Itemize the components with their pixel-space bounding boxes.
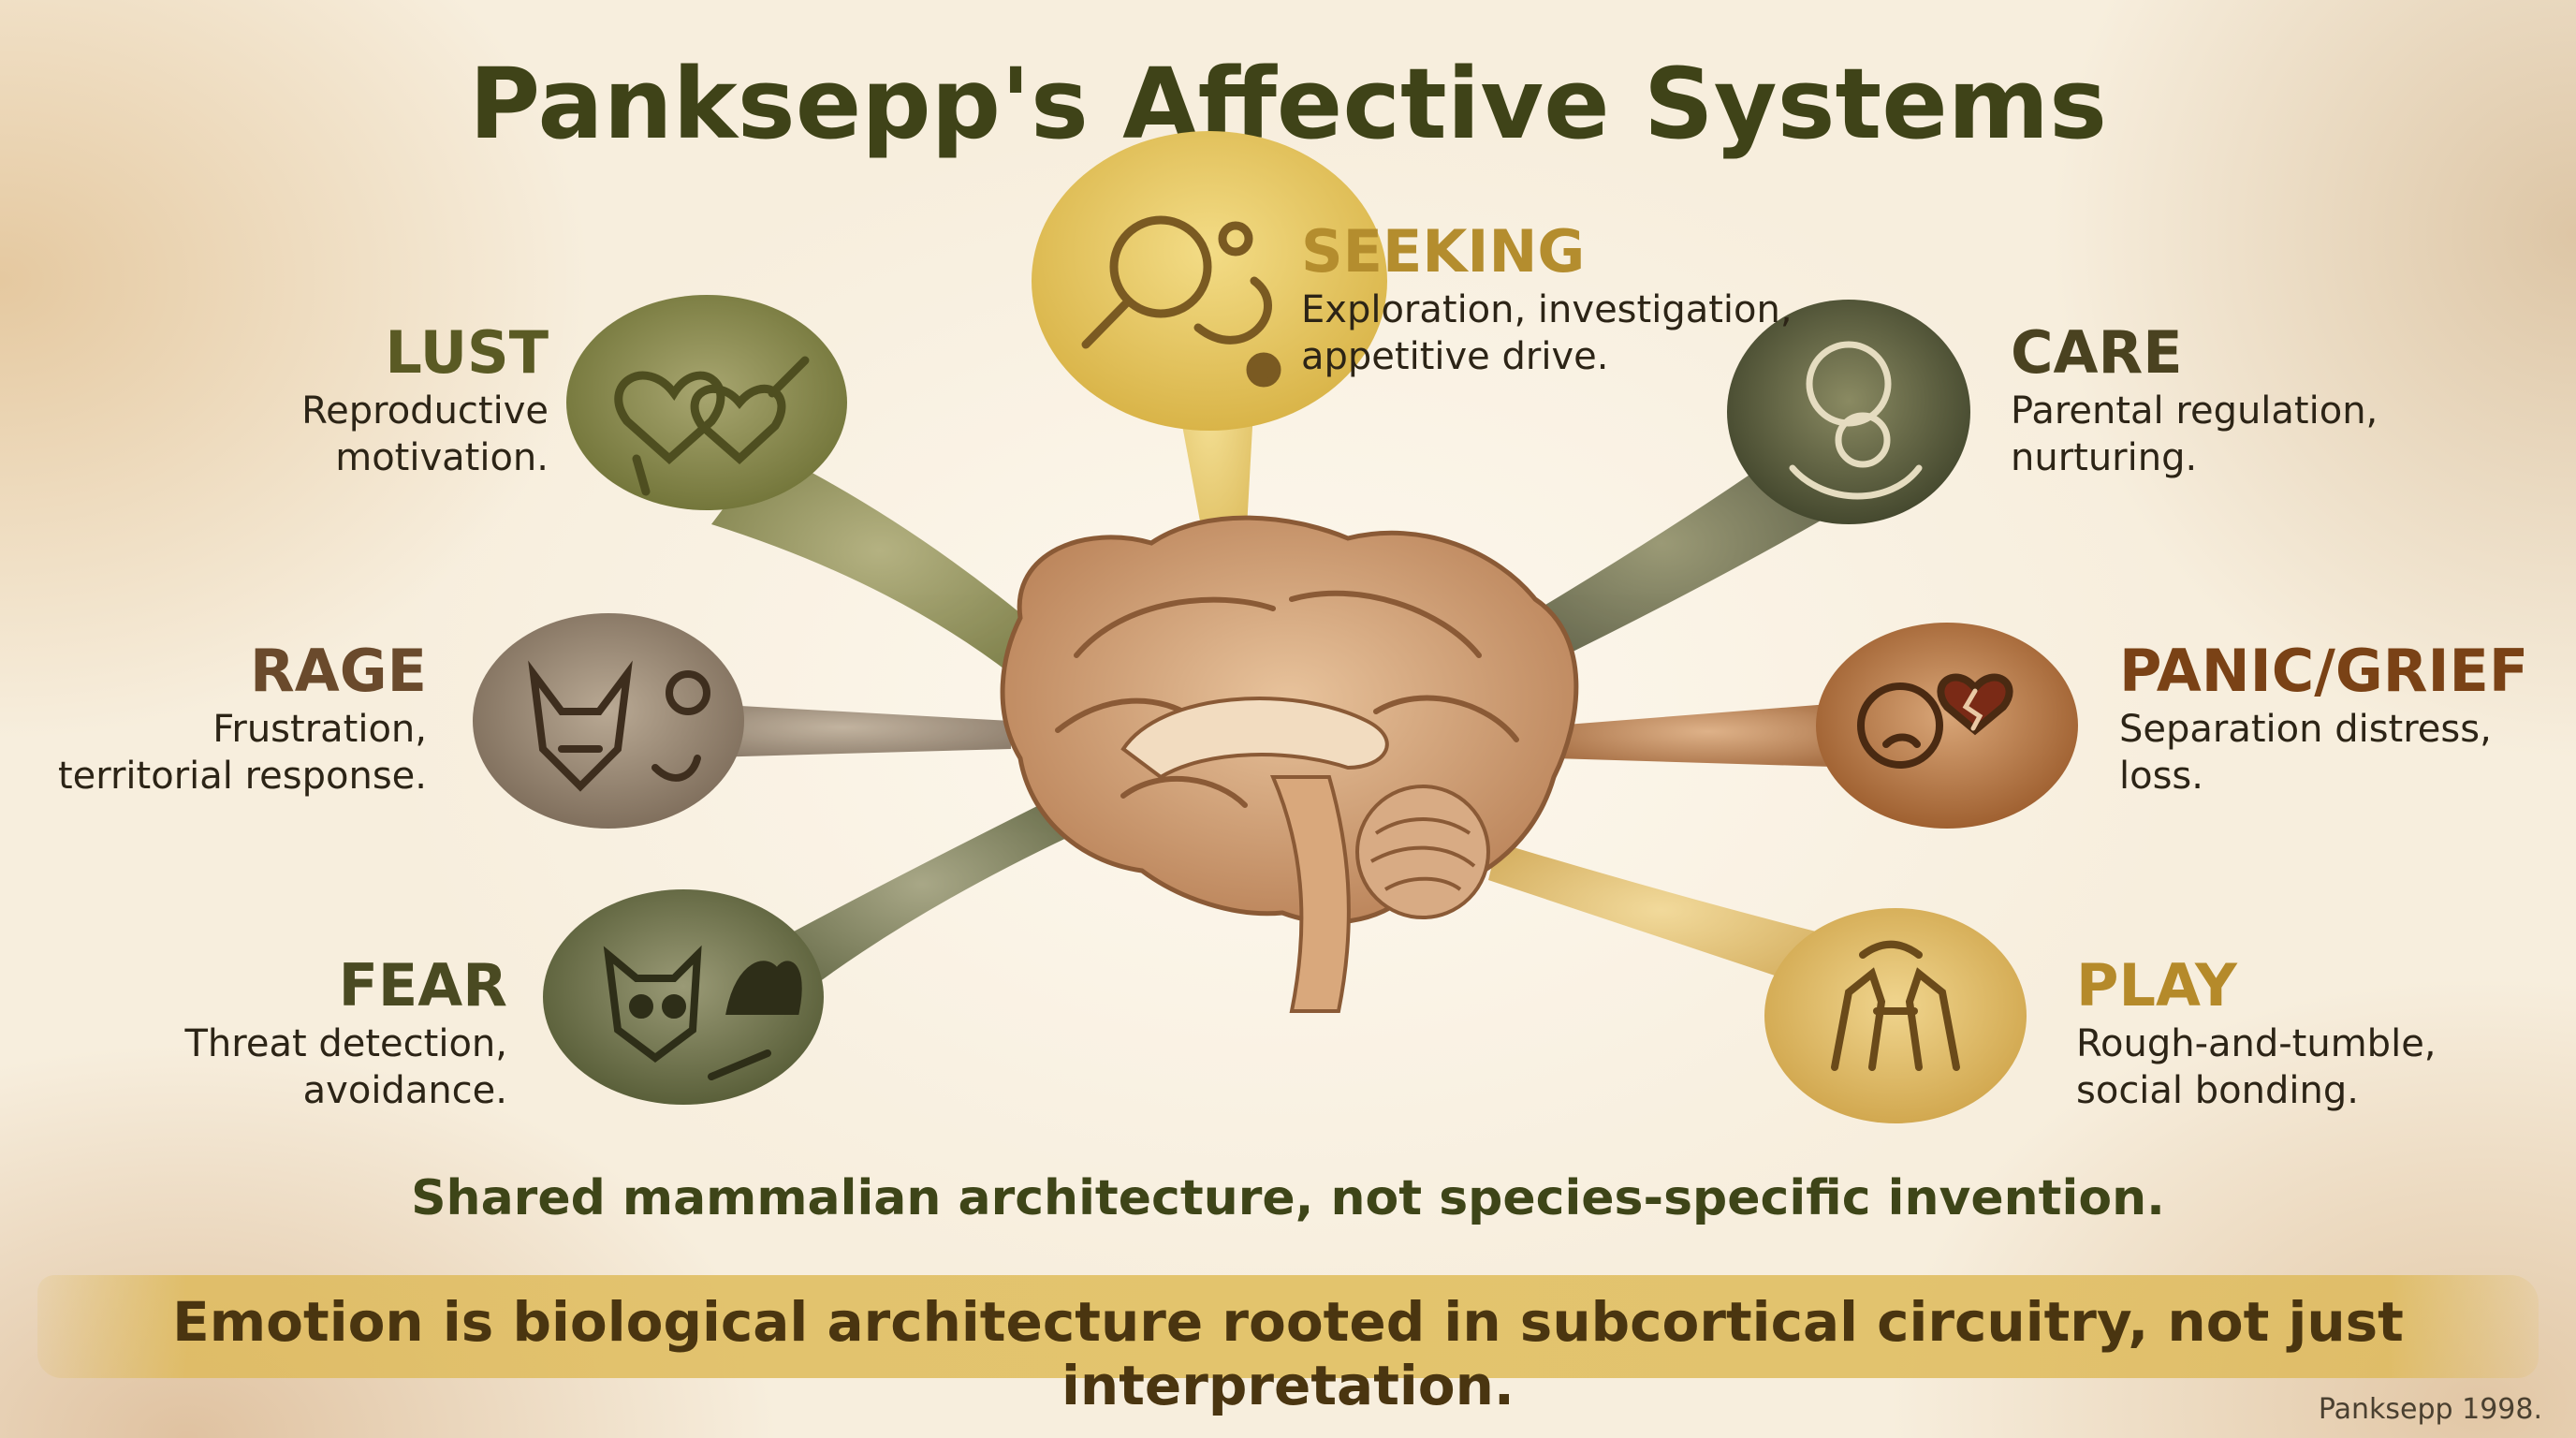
system-desc-line: loss. [2119,755,2203,798]
sad-puppy-broken-heart-icon [1857,673,2013,769]
system-play: PLAY Rough-and-tumble, social bonding. [2076,951,2437,1114]
bubble-rage [473,613,744,829]
page-title: Panksepp's Affective Systems [468,47,2108,161]
brain-illustration [1000,515,1579,1013]
bubble-panic [1816,623,2078,829]
bubble-play [1764,908,2027,1123]
system-desc-line: Exploration, investigation, [1301,288,1793,331]
system-name: RAGE [250,637,427,705]
bubble-seeking [1032,131,1387,431]
bubble-fear [543,889,824,1105]
system-rage: RAGE Frustration, territorial response. [58,637,427,800]
system-desc-line: Separation distress, [2119,708,2492,751]
conclusion-banner [37,1275,2539,1378]
bear-nest-icon [1789,341,1923,500]
system-desc-line: motivation. [335,436,549,479]
snarling-wolf-icon [528,660,710,792]
system-desc-line: territorial response. [57,755,427,798]
system-lust: LUST Reproductive motivation. [301,318,549,481]
system-panic-grief: PANIC/GRIEF Separation distress, loss. [2119,637,2528,800]
system-name: LUST [385,318,549,387]
bubble-lust [566,295,847,510]
system-desc-line: nurturing. [2011,436,2198,479]
playing-foxes-icon [1831,940,1960,1071]
system-desc-line: social bonding. [2076,1069,2359,1112]
tagline: Shared mammalian architecture, not speci… [411,1170,2165,1226]
hearts-gender-icon [614,356,810,496]
system-name: CARE [2011,318,2183,387]
system-name: SEEKING [1301,217,1586,286]
system-fear: FEAR Threat detection, avoidance. [185,951,508,1114]
citation: Panksepp 1998. [2318,1393,2542,1426]
system-seeking: SEEKING Exploration, investigation, appe… [1301,217,1793,380]
bubble-care [1727,300,1970,524]
system-desc-line: Parental regulation, [2011,389,2378,433]
system-desc-line: avoidance. [302,1069,507,1112]
conclusion-text: Emotion is biological architecture roote… [172,1290,2404,1417]
magnifier-paw-icon [1081,215,1281,388]
system-name: FEAR [338,951,507,1020]
frightened-raccoon-icon [603,945,802,1080]
system-care: CARE Parental regulation, nurturing. [2011,318,2378,481]
system-name: PLAY [2076,951,2237,1020]
system-desc-line: Rough-and-tumble, [2076,1022,2437,1065]
system-desc-line: Reproductive [301,389,549,433]
system-name: PANIC/GRIEF [2119,637,2529,705]
system-desc-line: Frustration, [212,708,427,751]
system-desc-line: appetitive drive. [1301,335,1609,378]
system-desc-line: Threat detection, [184,1022,508,1065]
